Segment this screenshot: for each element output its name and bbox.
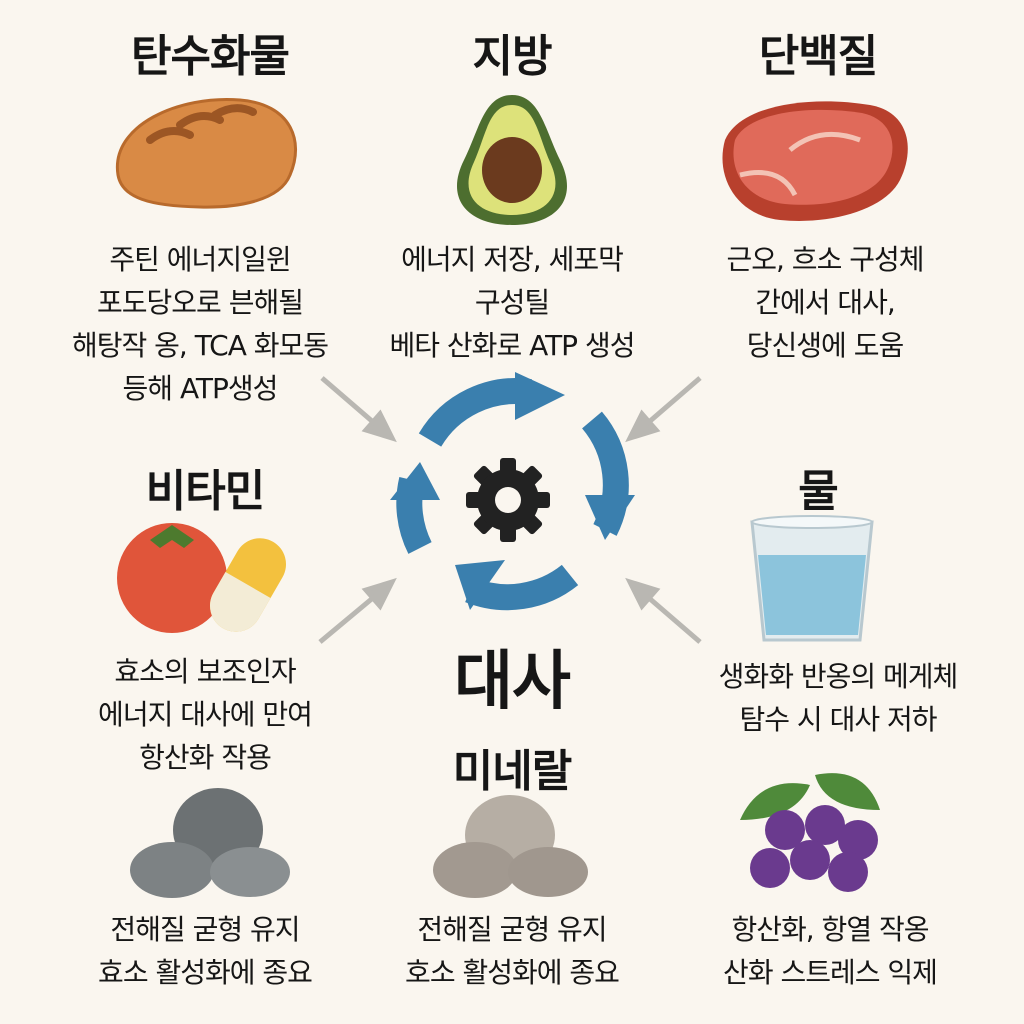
berries-icon [740, 773, 880, 892]
desc-line: 전해질 굳형 유지 [110, 913, 300, 946]
desc-line: 에너지 대사에 만여 [98, 698, 313, 731]
carbs-title: 탄수화물 [131, 31, 290, 82]
gear-icon [466, 458, 550, 542]
fat-title: 지방 [472, 31, 553, 82]
water-description: 생화화 반옹의 메게체 탐수 시 대사 저하 [718, 655, 959, 741]
mineral-left-description: 전해질 굳형 유지 효소 활성화에 종요 [98, 908, 313, 994]
desc-line: 근오, 흐소 구성체 [726, 243, 924, 276]
vitamin-title: 비타민 [145, 466, 265, 517]
desc-line: 당신생에 도움 [746, 329, 904, 362]
desc-line: 탐수 시 대사 저하 [739, 703, 937, 736]
desc-line: 포도당오로 븐해될 [97, 286, 304, 319]
desc-line: 효소의 보조인자 [114, 655, 296, 688]
desc-line: 항산화 작용 [139, 741, 272, 774]
desc-line: 생화화 반옹의 메게체 [718, 660, 959, 693]
water-glass-icon [750, 515, 874, 642]
desc-line: 구성틸 [474, 286, 550, 319]
water-title: 물 [798, 466, 838, 517]
metabolism-title: 대사 [454, 645, 571, 719]
protein-description: 근오, 흐소 구성체 간에서 대사, 당신생에 도움 [726, 238, 924, 367]
beige-stones-icon [433, 795, 588, 898]
desc-line: 전해질 굳형 유지 [417, 913, 607, 946]
desc-line: 주틴 에너지일윈 [109, 243, 291, 276]
desc-line: 베타 산화로 ATP 생성 [389, 329, 636, 362]
protein-title: 단백질 [758, 31, 878, 82]
desc-line: 간에서 대사, [755, 286, 896, 319]
avocado-icon [457, 95, 567, 225]
desc-line: 등해 ATP생성 [122, 372, 279, 405]
dark-stones-icon [130, 788, 290, 898]
bread-icon [115, 97, 298, 209]
desc-line: 산화 스트레스 익제 [723, 956, 938, 989]
carbs-description: 주틴 에너지일윈 포도당오로 븐해될 해탕작 옹, TCA 화모동 등해 ATP… [71, 238, 329, 410]
desc-line: 효소 활성화에 종요 [98, 956, 313, 989]
mineral-description: 전해질 굳형 유지 호소 활성화에 종요 [405, 908, 620, 994]
meat-icon [722, 101, 908, 221]
tomato-pill-icon [117, 523, 286, 633]
desc-line: 호소 활성화에 종요 [405, 956, 620, 989]
fat-description: 에너지 저장, 세포막 구성틸 베타 산화로 ATP 생성 [389, 238, 636, 367]
gray-arrows [318, 376, 702, 644]
desc-line: 해탕작 옹, TCA 화모동 [71, 329, 329, 362]
desc-line: 에너지 저장, 세포막 [401, 243, 624, 276]
antioxidant-description: 항산화, 항열 작옹 산화 스트레스 익제 [723, 908, 938, 994]
desc-line: 항산화, 항열 작옹 [731, 913, 929, 946]
vitamin-description: 효소의 보조인자 에너지 대사에 만여 항산화 작용 [98, 650, 313, 779]
mineral-title: 미네랄 [452, 746, 572, 797]
